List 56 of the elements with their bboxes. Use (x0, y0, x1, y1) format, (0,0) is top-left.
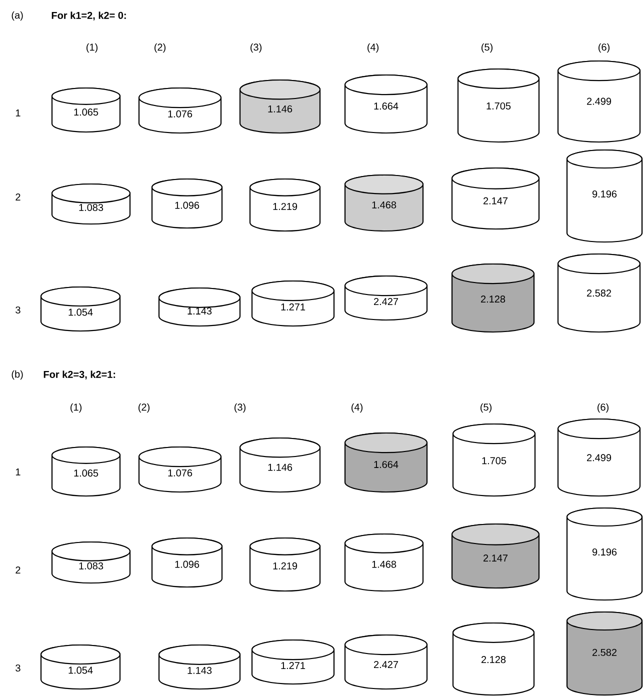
row-label: 3 (16, 306, 20, 314)
column-label: (2) (154, 43, 166, 53)
cylinder: 1.705 (457, 68, 540, 143)
heading: For k1=2, k2= 0: (52, 12, 126, 20)
cylinder: 1.664 (344, 74, 428, 134)
column-label: (3) (234, 403, 246, 413)
cylinder: 1.146 (239, 79, 321, 134)
cylinder: 1.468 (344, 533, 424, 592)
column-label: (4) (368, 43, 378, 53)
column-label: (5) (480, 403, 492, 413)
cylinder: 2.427 (344, 634, 428, 690)
row-label: 2 (16, 194, 20, 200)
column-label: (3) (250, 43, 262, 53)
row-label: 1 (16, 110, 20, 116)
cylinder: 1.065 (51, 446, 121, 497)
cylinder: 2.499 (557, 60, 641, 143)
cylinder: 1.219 (249, 178, 321, 232)
cylinder: 1.076 (138, 87, 222, 134)
cylinder: 1.705 (452, 423, 536, 497)
panel-label: (b) (12, 370, 23, 380)
column-label: (4) (352, 403, 362, 413)
cylinder: 9.196 (566, 507, 643, 601)
cylinder: 1.271 (251, 280, 335, 327)
heading: For k2=3, k2=1: (44, 370, 116, 380)
cylinder: 1.054 (40, 644, 121, 690)
cylinder: 1.143 (158, 287, 241, 327)
cylinder: 2.128 (452, 622, 535, 696)
panel-label: (a) (12, 11, 23, 21)
cylinder: 1.219 (249, 537, 321, 592)
cylinder: 1.271 (251, 639, 335, 685)
cylinder: 1.096 (151, 537, 223, 588)
cylinder: 1.468 (344, 174, 424, 232)
cylinder: 1.096 (151, 178, 223, 229)
column-label: (5) (482, 43, 492, 53)
row-label: 2 (16, 566, 20, 574)
cylinder: 2.147 (451, 523, 540, 589)
cylinder: 1.065 (51, 87, 121, 133)
cylinder: 1.146 (239, 437, 321, 493)
column-label: (2) (138, 403, 150, 413)
cylinder: 2.427 (344, 275, 428, 321)
cylinder: 2.499 (557, 418, 641, 497)
cylinder: 1.054 (40, 286, 121, 332)
row-label: 1 (16, 468, 20, 476)
row-label: 3 (16, 664, 20, 672)
cylinder: 1.143 (158, 644, 241, 690)
column-label: (1) (70, 403, 82, 413)
cylinder: 2.582 (566, 611, 643, 696)
column-label: (1) (86, 43, 98, 53)
cylinder: 2.582 (557, 253, 641, 333)
cylinder: 1.083 (51, 541, 131, 584)
cylinder: 9.196 (566, 149, 643, 243)
cylinder: 1.664 (344, 432, 428, 493)
cylinder: 1.076 (138, 446, 222, 493)
cylinder: 1.083 (51, 183, 131, 225)
cylinder: 2.128 (451, 263, 535, 333)
cylinder: 2.147 (451, 167, 540, 230)
